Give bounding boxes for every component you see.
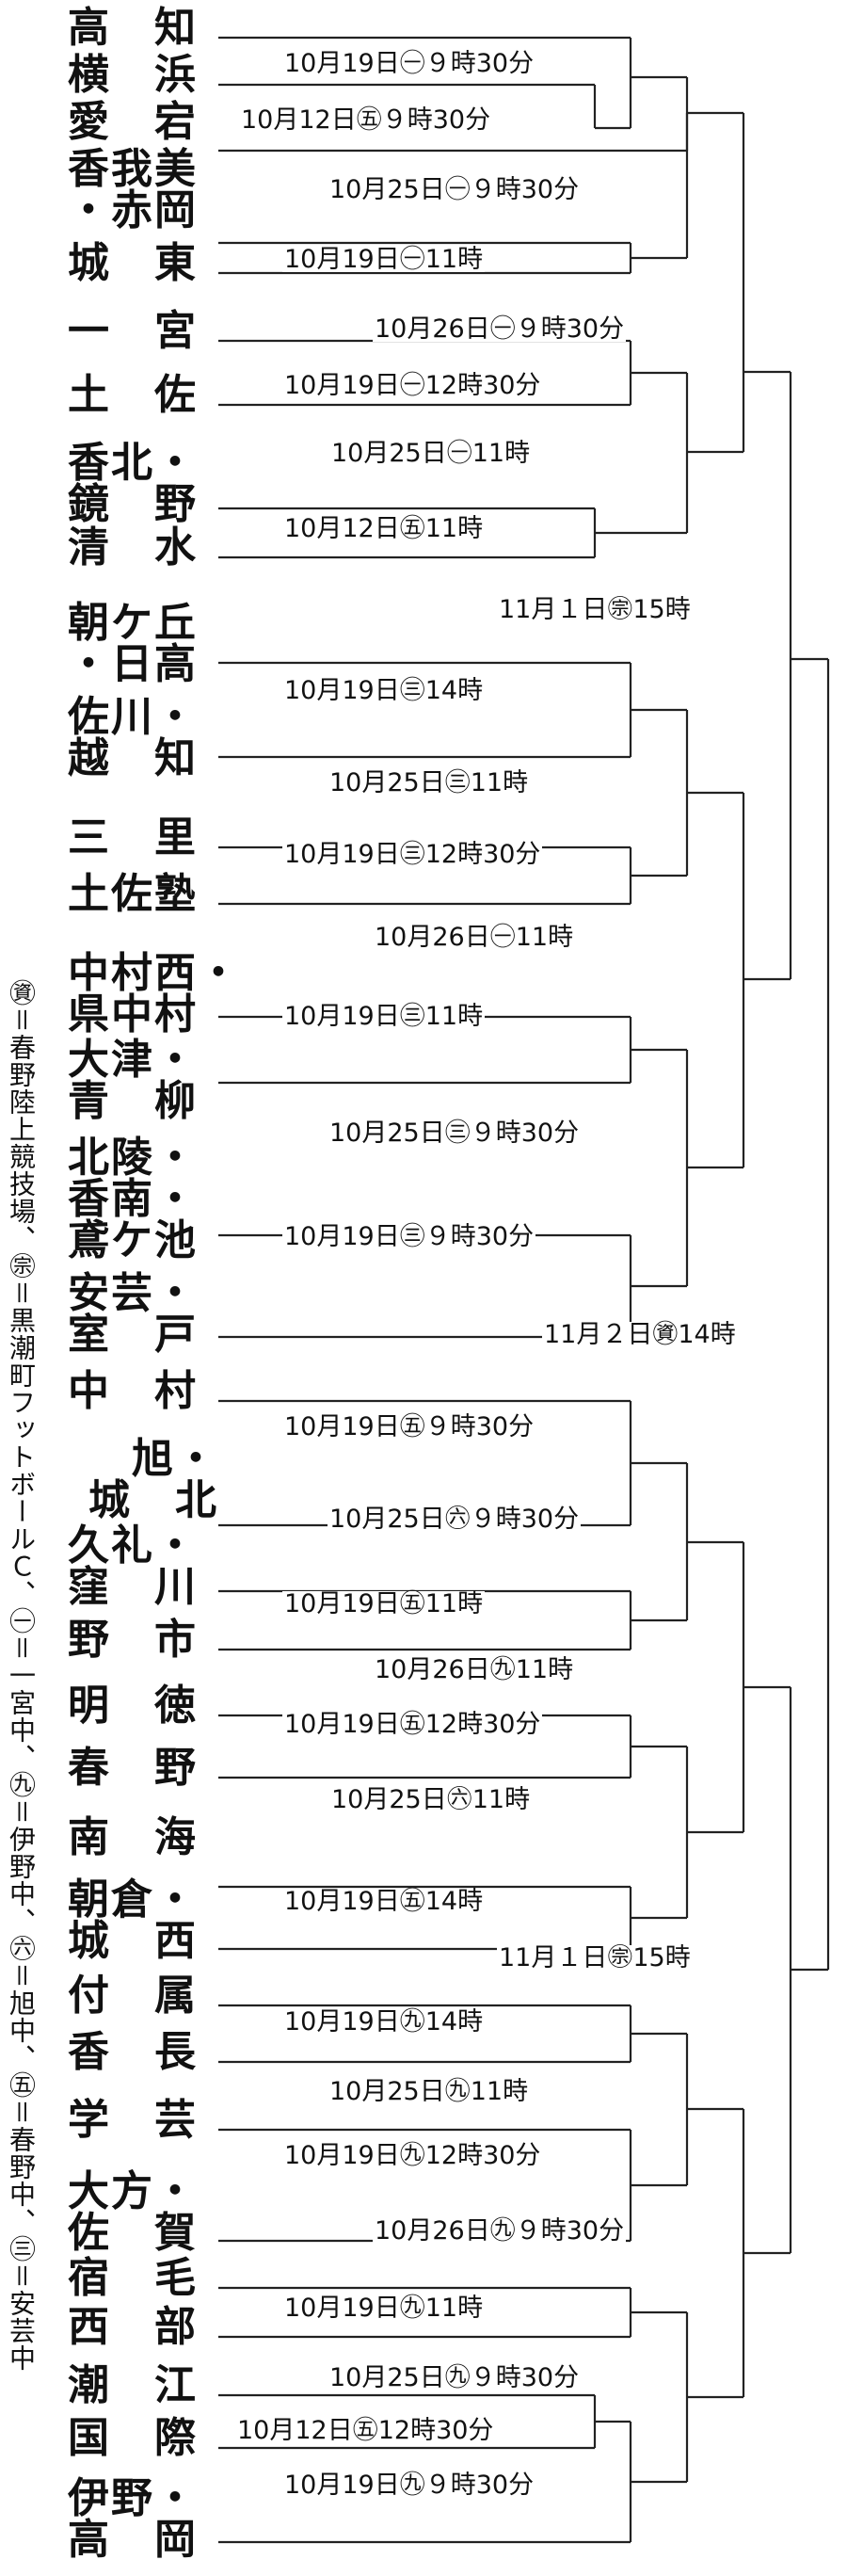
match-schedule-label: 10月19日㊂11時	[282, 1002, 486, 1031]
match-schedule-label: 10月19日㊈12時30分	[282, 2141, 543, 2170]
match-schedule-label: 11月２日㊮14時	[542, 1320, 738, 1349]
match-schedule-label: 10月19日㊈11時	[282, 2294, 486, 2323]
team-name: 香我美 ・赤岡	[68, 145, 198, 234]
venue-legend: ㊮＝春野陸上競技場、㊪＝黒潮町フットボールＣ、㊀＝一宮中、㊈＝伊野中、㊅＝旭中、…	[6, 979, 37, 2373]
match-schedule-label: 10月19日㊈９時30分	[282, 2471, 536, 2500]
team-name: 旭・ 城 北	[88, 1435, 218, 1524]
match-schedule-label: 10月19日㊀12時30分	[282, 371, 543, 400]
team-name: 佐川・ 越 知	[68, 693, 198, 782]
team-name: 香北・ 鏡 野	[68, 439, 198, 528]
team-name: 三 里	[68, 813, 198, 861]
match-schedule-label: 10月25日㊅９時30分	[328, 1505, 582, 1534]
team-name: 野 市	[68, 1616, 198, 1664]
match-schedule-label: 10月25日㊈11時	[328, 2077, 531, 2106]
match-schedule-label: 10月19日㊀11時	[282, 245, 486, 274]
team-name: 国 際	[68, 2414, 198, 2462]
match-schedule-label: 10月12日㊄11時	[282, 514, 486, 543]
match-schedule-label: 10月25日㊈９時30分	[328, 2363, 582, 2392]
team-name: 城 東	[68, 239, 198, 287]
team-name: 大方・ 佐 賀	[68, 2167, 198, 2257]
match-schedule-label: 10月19日㊄12時30分	[282, 1710, 543, 1739]
match-schedule-label: 10月26日㊀11時	[373, 923, 576, 952]
team-name: 北陵・ 香南・ 鳶ケ池	[68, 1134, 198, 1264]
team-name: 南 海	[68, 1813, 198, 1861]
match-schedule-label: 10月12日㊄９時30分	[239, 105, 493, 135]
team-name: 付 属	[68, 1972, 198, 2020]
match-schedule-label: 10月19日㊀９時30分	[282, 49, 536, 78]
match-schedule-label: 10月19日㊂14時	[282, 676, 486, 705]
team-name: 西 部	[68, 2303, 198, 2351]
match-schedule-label: 10月19日㊂12時30分	[282, 840, 543, 869]
team-name: 久礼・ 窪 川	[68, 1521, 198, 1611]
team-name: 朝倉・ 城 西	[68, 1876, 198, 1965]
team-name: 土佐塾	[68, 870, 198, 918]
team-name: 土 佐	[68, 371, 198, 419]
match-schedule-label: 10月19日㊄９時30分	[282, 1412, 536, 1441]
match-schedule-label: 10月25日㊂９時30分	[328, 1119, 582, 1148]
match-schedule-label: 10月19日㊄14時	[282, 1887, 486, 1916]
match-schedule-label: 10月19日㊂９時30分	[282, 1222, 536, 1251]
match-schedule-label: 10月26日㊈11時	[373, 1655, 576, 1684]
team-name: 中村西・ 県中村	[68, 949, 241, 1038]
match-schedule-label: 10月19日㊈14時	[282, 2007, 486, 2037]
team-name: 宿 毛	[68, 2254, 198, 2302]
team-name: 高 知	[68, 4, 198, 52]
team-name: 明 徳	[68, 1682, 198, 1730]
team-name: 香 長	[68, 2028, 198, 2076]
match-schedule-label: 10月25日㊀11時	[329, 439, 533, 468]
team-name: 伊野・ 高 岡	[68, 2474, 198, 2564]
team-name: 中 村	[68, 1367, 198, 1415]
team-name: 大津・ 青 柳	[68, 1036, 198, 1125]
team-name: 安芸・ 室 戸	[68, 1269, 198, 1359]
team-name: 一 宮	[68, 307, 198, 355]
team-name: 朝ケ丘 ・日高	[68, 599, 198, 688]
match-schedule-label: 10月25日㊀９時30分	[328, 175, 582, 204]
team-name: 学 芸	[68, 2096, 198, 2144]
team-name: 春 野	[68, 1744, 198, 1792]
match-schedule-label: 10月26日㊈９時30分	[373, 2216, 627, 2246]
team-name: 横 浜	[68, 51, 198, 99]
match-schedule-label: 10月19日㊄11時	[282, 1589, 486, 1618]
match-schedule-label: 10月12日㊄12時30分	[235, 2416, 496, 2445]
team-name: 潮 江	[68, 2361, 198, 2409]
team-name: 清 水	[68, 523, 198, 572]
match-schedule-label: 11月１日㊪15時	[497, 595, 693, 624]
match-schedule-label: 11月１日㊪15時	[497, 1943, 693, 1972]
match-schedule-label: 10月25日㊂11時	[328, 768, 531, 797]
team-name: 愛 宕	[68, 98, 198, 146]
match-schedule-label: 10月25日㊅11時	[329, 1785, 533, 1814]
match-schedule-label: 10月26日㊀９時30分	[373, 314, 627, 344]
